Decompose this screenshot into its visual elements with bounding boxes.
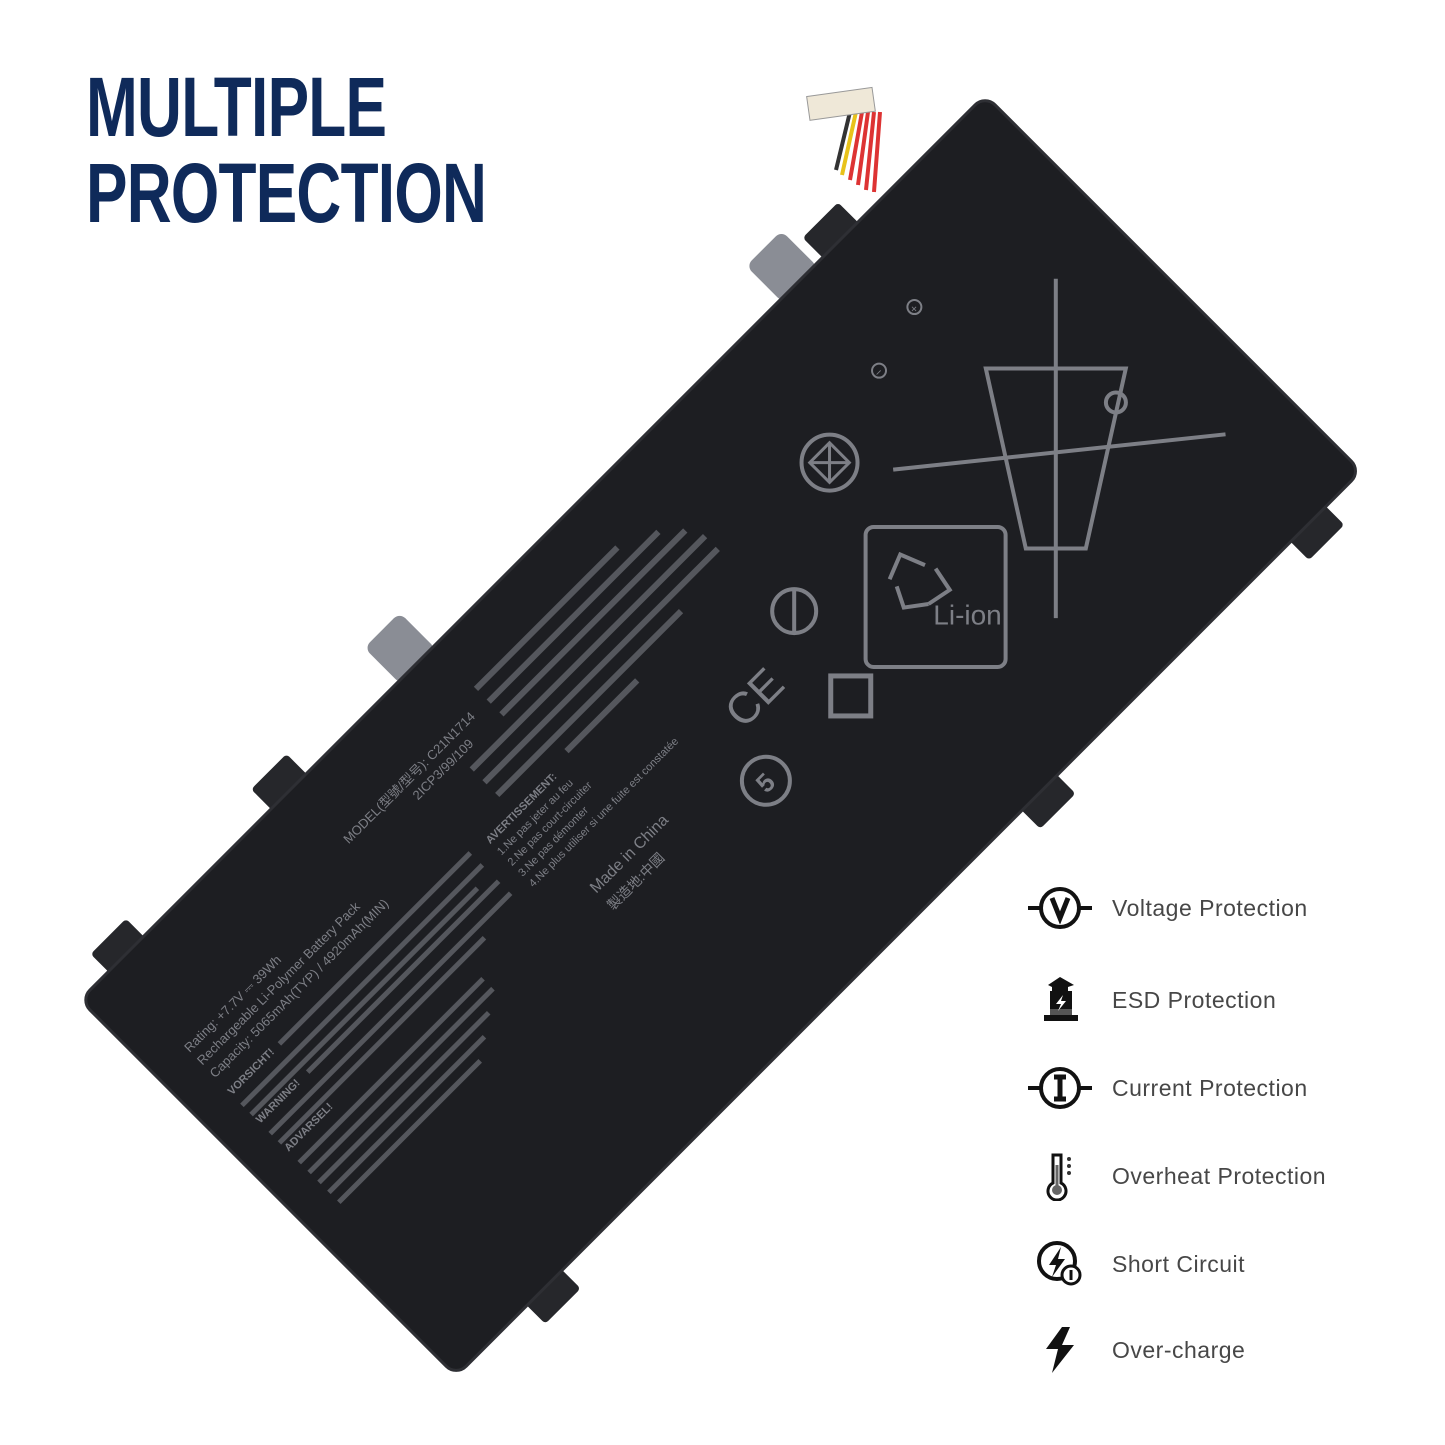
feature-esd: ESD Protection [1022,970,1422,1030]
feature-voltage: Voltage Protection [1022,878,1422,938]
feature-over-charge: Over-charge [1022,1320,1422,1380]
lightning-icon [1022,1325,1098,1375]
thermometer-icon [1022,1151,1098,1201]
feature-short-circuit: Short Circuit [1022,1234,1422,1294]
feature-current: Current Protection [1022,1058,1422,1118]
feature-overheat: Overheat Protection [1022,1146,1422,1206]
feature-label: Voltage Protection [1112,894,1308,921]
weee-crossed-bin-icon [892,278,1226,619]
no-disassemble-icon [770,587,819,636]
battery-body [85,100,1356,1371]
battery-cable [806,86,882,193]
voltage-icon [1022,885,1098,931]
cable-connector [806,86,876,121]
short-circuit-icon [1022,1239,1098,1289]
label-fine-print [240,851,513,1205]
feature-label: Current Protection [1112,1074,1308,1101]
label-chinese-text [469,528,720,798]
current-icon [1022,1065,1098,1111]
china-recycle-icon [828,673,874,719]
feature-label: Short Circuit [1112,1250,1246,1277]
li-ion-recycle-icon: Li-ion [863,524,1008,669]
svg-text:Li-ion: Li-ion [933,600,1001,631]
no-burn-icon [799,432,860,493]
headline-line-2: PROTECTION [86,146,487,240]
terminal-markers: − + [871,299,923,380]
esd-icon [1022,975,1098,1025]
headline-line-1: MULTIPLE [86,60,387,154]
feature-label: Overheat Protection [1112,1162,1327,1189]
headline: MULTIPLE PROTECTION [86,60,487,240]
feature-label: ESD Protection [1112,986,1277,1013]
feature-label: Over-charge [1112,1336,1246,1363]
